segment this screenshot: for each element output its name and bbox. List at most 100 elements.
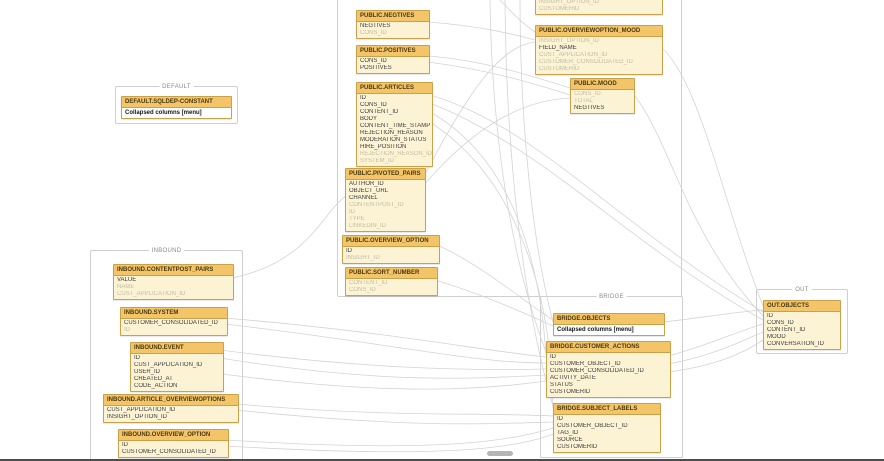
table-title[interactable]: PUBLIC.OVERVIEWOPTION_MOOD [536,26,662,37]
column-row[interactable]: CUSTOMERID [557,444,598,450]
column-row[interactable]: ID [557,416,563,422]
table-default-sqldep-constant[interactable]: DEFAULT.SQLDEP-CONSTANT Collapsed column… [121,96,232,119]
column-row[interactable]: CREATED_AT [134,376,173,382]
table-title[interactable]: BRIDGE.OBJECTS [554,314,664,325]
column-row[interactable]: CUST_APPLICATION_ID [107,407,176,413]
column-row[interactable]: TAG_ID [557,430,579,436]
column-row[interactable]: INSIGHT_ID [346,255,380,261]
table-inbound-article-overviewoptions[interactable]: INBOUND.ARTICLE_OVERVIEWOPTIONS CUST_APP… [103,394,239,423]
table-title[interactable]: INBOUND.CONTENTPOST_PAIRS [114,265,233,276]
column-row[interactable]: CUSTOMER_CONSOLIDATED_ID [539,59,633,65]
table-title[interactable]: PUBLIC.POSITIVES [357,46,429,57]
column-row[interactable]: SOURCE [557,437,583,443]
column-row[interactable]: CONS_ID [360,58,387,64]
column-row[interactable]: ACTIVITY_DATE [550,375,596,381]
column-row[interactable]: NEGTIVES [360,23,391,29]
table-title[interactable]: PUBLIC.NEGTIVES [357,11,429,22]
column-row[interactable]: CHANNEL [349,195,378,201]
column-row[interactable]: ID [360,95,366,101]
column-row[interactable]: CONS_ID [574,91,601,97]
column-row[interactable]: TYPE [349,216,365,222]
column-row[interactable]: INSIGHT_OPTION_ID [539,0,600,5]
column-row[interactable]: INSIGHT_OPTION_ID [107,414,168,420]
column-row[interactable]: CONTENT_ID [767,327,806,333]
column-row[interactable]: MOOD [767,334,786,340]
column-row[interactable]: HIRE_POSITION [360,144,407,150]
column-row[interactable]: REJECTION_REASON_ID [360,151,432,157]
column-row[interactable]: CUSTOMER_CONSOLIDATED_ID [124,320,218,326]
column-row[interactable]: CONTENTPOST_ID [349,202,404,208]
column-row[interactable]: CUST_APPLICATION_ID [134,362,203,368]
table-public-overviewoption-mood[interactable]: PUBLIC.OVERVIEWOPTION_MOOD INSIGHT_OPTIO… [535,25,663,75]
column-row[interactable]: CONVERSATION_ID [767,341,824,347]
table-title[interactable]: PUBLIC.MOOD [571,79,634,90]
column-row[interactable]: CUSTOMERID [550,389,591,395]
column-row[interactable]: REJECTION_REASON [360,130,423,136]
column-row[interactable]: ID [346,248,352,254]
column-row[interactable]: CUSTOMERID [539,66,580,72]
table-title[interactable]: BRIDGE.SUBJECT_LABELS [554,404,660,415]
table-title[interactable]: INBOUND.ARTICLE_OVERVIEWOPTIONS [104,395,238,406]
column-row[interactable]: USER_ID [134,369,161,375]
column-row[interactable]: ID [124,327,130,333]
column-row[interactable]: ID [550,354,556,360]
table-title[interactable]: BRIDGE.CUSTOMER_ACTIONS [547,342,670,353]
column-row[interactable]: CUSTOMER_CONSOLIDATED_ID [122,449,216,455]
table-title[interactable]: INBOUND.OVERVIEW_OPTION [119,430,228,441]
table-title[interactable]: PUBLIC.ARTICLES [357,83,432,94]
table-title[interactable]: PUBLIC.PIVOTED_PAIRS [346,169,425,180]
column-row[interactable]: ID [122,442,128,448]
column-row[interactable]: NAME [117,284,135,290]
column-row[interactable]: ID [349,209,355,215]
column-row[interactable]: CUSTOMERID [539,6,580,12]
column-row[interactable]: ID [767,313,773,319]
column-row[interactable]: CUSTOMER_OBJECT_ID [557,423,628,429]
column-row[interactable]: CODE_ACTION [134,383,178,389]
column-row[interactable]: STATUS [550,382,573,388]
column-row[interactable]: CONS_ID [360,102,387,108]
column-row[interactable]: OBJECT_URL [349,188,389,194]
column-row[interactable]: CONS_ID [767,320,794,326]
column-row[interactable]: INSIGHT_OPTION_ID [539,38,600,44]
table-title[interactable]: OUT.OBJECTS [764,301,840,312]
column-row[interactable]: CUST_APPLICATION_ID [539,52,608,58]
column-row[interactable]: CONTENT_ID [360,109,399,115]
column-row[interactable]: CONS_ID [349,287,376,293]
column-row[interactable]: CUSTOMER_CONSOLIDATED_ID [550,368,644,374]
horizontal-scrollbar-thumb[interactable] [487,451,513,456]
table-title[interactable]: INBOUND.SYSTEM [121,308,227,319]
column-row[interactable]: CUSTOMER_OBJECT_ID [550,361,621,367]
column-row[interactable]: AUTHOR_ID [349,181,384,187]
column-row[interactable]: MODERATION_STATUS [360,137,427,143]
table-title[interactable]: PUBLIC.SORT_NUMBER [346,268,437,279]
column-row[interactable]: VALUE [117,277,137,283]
column-row[interactable]: FIELD_NAME [539,45,577,51]
column-row[interactable]: BODY [360,116,378,122]
collapsed-columns-row[interactable]: Collapsed columns [menu] [122,108,231,118]
column-row[interactable]: CONS_ID [360,30,387,36]
collapsed-columns-row[interactable]: Collapsed columns [menu] [554,325,664,335]
column-row[interactable]: POSITIVES [360,65,392,71]
table-title[interactable]: PUBLIC.OVERVIEW_OPTION [343,236,439,247]
column-row[interactable]: TOTAL [574,98,593,104]
table-title[interactable]: DEFAULT.SQLDEP-CONSTANT [122,97,231,108]
column-row[interactable]: LINKEDIN_ID [349,223,387,229]
table-bridge-objects[interactable]: BRIDGE.OBJECTS Collapsed columns [menu] [553,313,665,336]
column-row[interactable]: CUST_APPLICATION_ID [117,291,186,297]
